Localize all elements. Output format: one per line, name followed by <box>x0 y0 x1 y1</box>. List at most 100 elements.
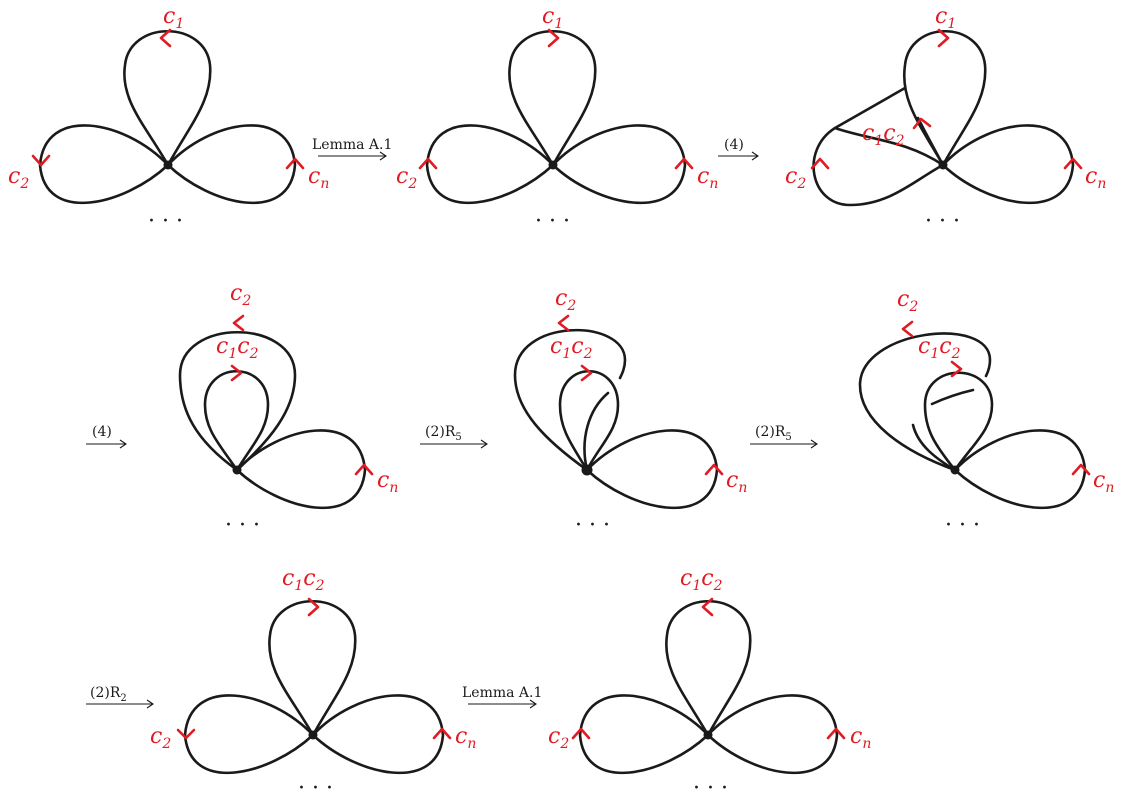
arrow-cn <box>432 727 452 740</box>
label-c1c2: c1c2 <box>862 121 905 149</box>
panel-7: c1c2 c2 cn · · · <box>150 566 476 800</box>
label-c1c2: c1c2 <box>216 334 259 362</box>
panel-1: c1 c2 cn · · · <box>8 4 329 234</box>
arrow-c1c2 <box>701 597 714 617</box>
step-arrow-line-1 <box>318 151 387 161</box>
label-c2: c2 <box>230 281 251 309</box>
label-c2: c2 <box>548 724 569 752</box>
inner-loop <box>203 370 270 472</box>
step-arrow-line-2 <box>718 151 759 161</box>
left-loop <box>38 124 170 205</box>
ellipsis: · · · <box>925 209 960 234</box>
arrow-c1 <box>937 28 950 48</box>
label-c1: c1 <box>163 4 184 32</box>
vertex <box>232 465 242 475</box>
inner-loop <box>923 371 994 472</box>
arrow-c1 <box>547 28 560 48</box>
arrow-c2 <box>418 157 438 170</box>
ellipsis: · · · <box>148 209 183 234</box>
ellipsis: · · · <box>575 513 610 538</box>
label-c2: c2 <box>8 164 29 192</box>
vertex <box>938 160 948 170</box>
left-loop <box>183 694 315 775</box>
panel-5: c2 c1c2 cn · · · <box>513 286 747 538</box>
ellipsis: · · · <box>225 513 260 538</box>
step-arrow-7: Lemma A.1 <box>462 685 542 709</box>
top-loop <box>508 30 597 167</box>
step-arrow-6: (2)R2 <box>86 685 154 709</box>
left-loop-rerouted <box>812 126 945 207</box>
vertex <box>703 730 713 740</box>
arrow-cn <box>826 727 846 740</box>
arrow-c2 <box>232 314 245 332</box>
step-arrow-5: (2)R5 <box>750 424 818 449</box>
step-arrow-3: (4) <box>86 424 127 449</box>
arrow-cn <box>1063 157 1083 170</box>
label-c2: c2 <box>785 164 806 192</box>
step-label-1: Lemma A.1 <box>312 137 392 153</box>
arrow-cn <box>285 157 305 170</box>
arrow-c2 <box>901 320 914 338</box>
arrow-c2 <box>31 154 51 167</box>
right-loop <box>941 124 1075 205</box>
arrow-c1c2 <box>230 364 243 382</box>
outer-loop-open <box>513 328 627 472</box>
step-label-4: (2)R5 <box>425 424 462 443</box>
step-arrow-4: (2)R5 <box>420 424 488 449</box>
step-arrow-line-6 <box>86 699 154 709</box>
label-c2: c2 <box>150 724 171 752</box>
arrow-c2 <box>810 157 830 170</box>
crossing-strand <box>583 391 610 472</box>
panel-3: c1 c1c2 c2 cn · · · <box>785 4 1106 234</box>
label-c2: c2 <box>897 287 918 315</box>
label-cn: cn <box>726 468 747 496</box>
ellipsis: · · · <box>298 776 333 800</box>
label-cn: cn <box>377 468 398 496</box>
step-label-6: (2)R2 <box>90 685 127 704</box>
right-loop <box>585 429 719 510</box>
step-label-5: (2)R5 <box>755 424 792 443</box>
left-loop <box>578 694 710 775</box>
step-arrow-line-7 <box>468 699 537 709</box>
label-cn: cn <box>1093 468 1114 496</box>
arrow-c1c2 <box>580 364 593 382</box>
vertex <box>950 465 960 475</box>
vertex <box>581 464 593 476</box>
crossing-strand-1 <box>911 423 957 472</box>
right-loop <box>166 124 297 205</box>
ellipsis: · · · <box>693 776 728 800</box>
label-cn: cn <box>1085 164 1106 192</box>
right-loop <box>311 694 445 775</box>
arrow-c2 <box>571 727 591 740</box>
label-cn: cn <box>850 724 871 752</box>
crossing-strand-2 <box>930 388 975 406</box>
top-loop <box>665 600 752 737</box>
arrow-cn <box>674 157 694 170</box>
vertex <box>548 160 558 170</box>
label-c1c2: c1c2 <box>550 334 593 362</box>
arrow-c2 <box>176 728 196 740</box>
right-loop <box>953 429 1087 510</box>
top-loop <box>123 30 212 167</box>
right-loop <box>235 429 367 510</box>
label-c2: c2 <box>555 286 576 314</box>
arrow-c1c2 <box>307 597 320 617</box>
panel-4: c2 c1c2 cn · · · <box>178 281 398 538</box>
right-loop <box>706 694 839 775</box>
arrow-cn <box>704 463 724 476</box>
step-arrow-1: Lemma A.1 <box>312 137 392 161</box>
arrow-c1c2 <box>950 360 963 378</box>
label-c1c2: c1c2 <box>680 566 723 594</box>
ellipsis: · · · <box>945 513 980 538</box>
arrow-cn <box>1071 463 1091 476</box>
label-c1: c1 <box>542 4 563 32</box>
step-arrow-2: (4) <box>718 137 759 161</box>
outer-loop-open <box>858 332 992 472</box>
band-strand <box>833 86 907 130</box>
step-arrow-line-5 <box>750 439 818 449</box>
right-loop <box>551 124 687 205</box>
arrow-c1c2 <box>912 117 932 130</box>
step-label-7: Lemma A.1 <box>462 685 542 701</box>
label-c2: c2 <box>396 164 417 192</box>
ellipsis: · · · <box>535 209 570 234</box>
